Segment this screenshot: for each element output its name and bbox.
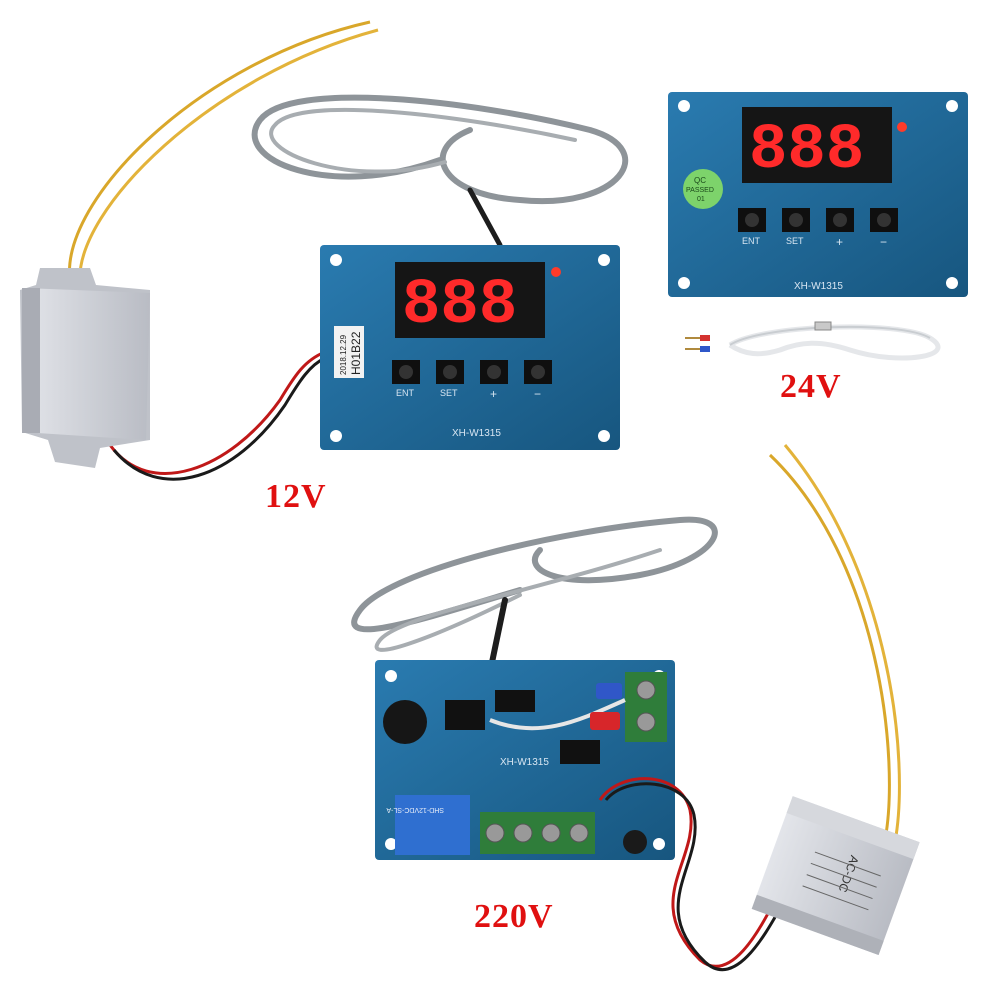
buzzer	[383, 700, 427, 744]
seven-segment-display-24v: 888	[749, 115, 864, 187]
board-model-12v: XH-W1315	[452, 428, 501, 439]
board-model-220v: XH-W1315	[500, 757, 549, 768]
button-label-plus-24v: +	[836, 235, 843, 249]
set-24v: 888 QC PASSED 01 ENT SET + − XH-W1315	[668, 92, 968, 361]
red-led-icon	[551, 267, 561, 277]
button-label-set-24v: SET	[786, 236, 804, 246]
button-label-plus: +	[490, 387, 497, 401]
set-220v: SHD-12VDC-SL-A XH-W1315	[351, 444, 920, 972]
button-label-minus-24v: −	[880, 235, 887, 249]
controller-board-24v: 888 QC PASSED 01 ENT SET + − XH-W1315	[668, 92, 968, 297]
set-12v: 888 ENT SET + − XH-W1315 2018.12.29 H01B…	[20, 20, 628, 481]
board-date-code: 2018.12.29	[339, 334, 348, 375]
psu-module-12v	[20, 268, 150, 468]
red-led-icon	[897, 122, 907, 132]
voltage-label-220v: 220V	[474, 898, 554, 935]
svg-text:PASSED: PASSED	[686, 187, 714, 194]
button-label-ent-24v: ENT	[742, 236, 761, 246]
psu-module-220v: AC-DC	[751, 796, 920, 956]
screw-terminals-right	[625, 672, 667, 742]
buttons-12v	[392, 360, 552, 384]
svg-text:01: 01	[697, 196, 705, 203]
voltage-label-12v: 12V	[265, 478, 327, 515]
controller-board-12v: 888 ENT SET + − XH-W1315 2018.12.29 H01B…	[320, 245, 620, 450]
controller-board-220v: SHD-12VDC-SL-A XH-W1315	[375, 660, 675, 860]
screw-terminals-bottom	[480, 812, 595, 854]
board-lot-code: H01B22	[349, 331, 363, 375]
voltage-label-24v: 24V	[780, 368, 842, 405]
relay-text: SHD-12VDC-SL-A	[386, 806, 444, 813]
svg-text:QC: QC	[694, 176, 706, 185]
seven-segment-display-12v: 888	[402, 270, 517, 342]
buttons-24v	[738, 208, 898, 232]
board-model-24v: XH-W1315	[794, 281, 843, 292]
svg-text:888: 888	[402, 270, 517, 342]
button-label-ent: ENT	[396, 388, 415, 398]
braided-thermocouple-icon	[251, 94, 628, 248]
button-label-set: SET	[440, 388, 458, 398]
qc-sticker: QC PASSED 01	[683, 169, 723, 209]
button-label-minus: −	[534, 387, 541, 401]
white-probe-cable	[685, 321, 941, 361]
relay: SHD-12VDC-SL-A	[386, 795, 470, 855]
